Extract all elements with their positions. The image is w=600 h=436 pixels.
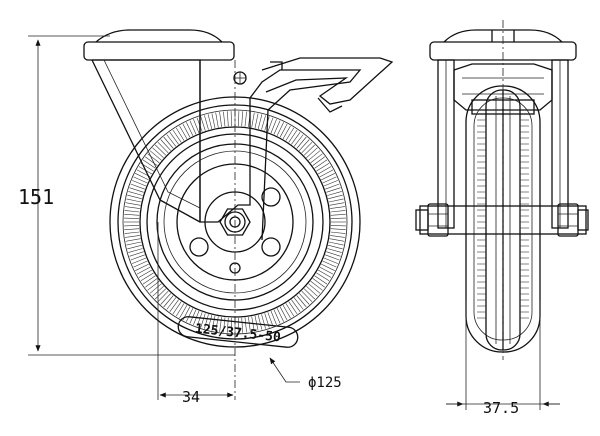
- side-view-fork: [91, 57, 394, 241]
- side-view: 125/37.5-50: [83, 29, 394, 400]
- front-tread-hatching: [477, 119, 529, 319]
- height-dimension: 151: [18, 35, 235, 356]
- overall-height-label: 151: [18, 185, 54, 209]
- tread-marking-badge: 125/37.5-50: [177, 316, 299, 348]
- width-dimension: 37.5: [446, 300, 560, 417]
- diameter-leader: ϕ125: [269, 357, 342, 391]
- wheel-diameter-label: ϕ125: [308, 375, 342, 391]
- offset-label: 34: [182, 388, 200, 406]
- offset-dimension: 34: [159, 388, 234, 406]
- front-view: [415, 20, 589, 360]
- wheel-width-label: 37.5: [483, 399, 519, 417]
- side-view-top-plate: [83, 29, 235, 61]
